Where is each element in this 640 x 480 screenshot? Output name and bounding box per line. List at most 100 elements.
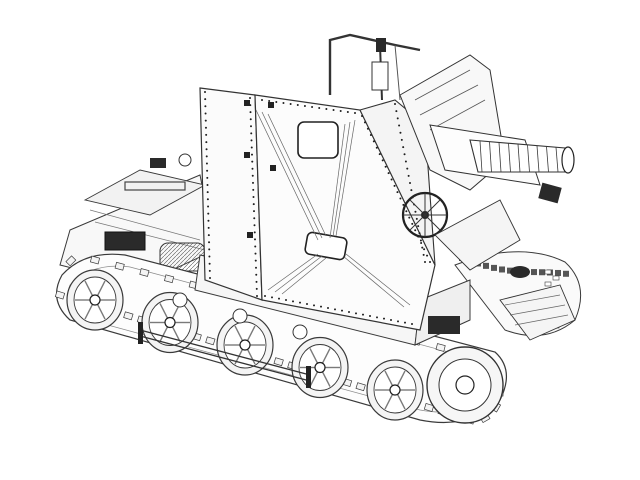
rivet <box>417 225 420 228</box>
lower-hatch <box>304 231 348 261</box>
rivet <box>249 118 252 121</box>
headlight <box>510 266 530 278</box>
barrel-ring <box>555 147 559 173</box>
rivet <box>372 140 375 143</box>
track-link <box>54 290 66 300</box>
rivet <box>251 167 254 170</box>
track-link <box>563 270 569 277</box>
drive-sprocket <box>426 346 504 424</box>
track-link <box>491 264 497 271</box>
rivet <box>204 105 207 108</box>
rivet <box>354 112 356 114</box>
road-wheels <box>66 269 424 421</box>
rivet <box>318 107 321 109</box>
barrel-ring <box>527 144 530 173</box>
rivet <box>405 210 408 213</box>
rivet <box>206 198 209 201</box>
track-link <box>544 281 552 287</box>
rivet <box>249 111 252 114</box>
rivet <box>252 181 254 184</box>
rivet <box>252 196 255 198</box>
suspension <box>138 292 311 388</box>
rivet <box>250 139 253 142</box>
track-link <box>205 336 216 346</box>
shield-shading <box>255 109 411 308</box>
rivet <box>311 106 314 108</box>
rivet <box>332 109 335 111</box>
barrel-ring <box>517 144 521 173</box>
rivet <box>251 160 254 163</box>
front-tool-box <box>428 316 460 334</box>
track-link <box>435 343 446 352</box>
rivet <box>419 239 422 242</box>
rivet <box>208 241 211 244</box>
rivet <box>397 320 399 323</box>
rivet <box>398 124 401 127</box>
rivet <box>249 97 251 99</box>
hinge <box>268 102 274 108</box>
rivet <box>207 212 210 215</box>
rivet <box>205 133 208 136</box>
rivet <box>303 105 306 107</box>
rivet <box>395 110 398 113</box>
rivet <box>253 224 256 227</box>
hinge <box>247 232 253 238</box>
track-link <box>499 266 505 273</box>
rivet <box>376 316 378 319</box>
track-link <box>555 269 561 276</box>
rivet <box>415 217 418 220</box>
track-link <box>139 268 150 277</box>
rivet <box>254 245 257 248</box>
rivet <box>204 126 207 129</box>
rivet <box>206 176 209 179</box>
track-link <box>423 403 435 412</box>
rivet <box>403 153 406 156</box>
rivet <box>296 104 299 106</box>
rear-tool-box <box>104 231 146 251</box>
rivet <box>285 299 287 301</box>
track-link <box>552 275 560 281</box>
rivet <box>204 91 206 93</box>
rivet <box>410 189 413 192</box>
return-roller <box>232 308 248 324</box>
rivet <box>299 301 301 304</box>
rivet <box>414 210 417 213</box>
gun-assembly <box>399 54 575 271</box>
rivet <box>418 232 421 235</box>
rivet <box>208 262 211 265</box>
rivet <box>306 303 308 305</box>
tow-cable <box>124 181 186 191</box>
rivet <box>375 146 378 149</box>
rivet <box>206 184 209 186</box>
rivet <box>420 241 423 244</box>
rivet <box>320 305 322 308</box>
rivet <box>205 141 208 144</box>
rivet <box>207 234 210 237</box>
hinge <box>270 165 276 171</box>
front-equipment <box>428 266 576 341</box>
rivet <box>422 253 425 256</box>
rivet <box>250 132 253 135</box>
rivet <box>254 238 256 241</box>
rivet <box>400 138 403 141</box>
rivet <box>256 295 258 297</box>
rivet <box>205 148 208 151</box>
road-wheel <box>216 314 274 376</box>
rivet <box>424 261 426 263</box>
track-link <box>531 269 537 276</box>
barrel-ring <box>546 146 549 173</box>
gun-sight <box>376 38 386 52</box>
rear-hub <box>178 153 192 167</box>
track-link <box>539 269 545 276</box>
track-link <box>164 274 175 284</box>
rivet <box>206 191 209 194</box>
rivet <box>334 308 336 311</box>
rivet <box>409 182 411 184</box>
rivet <box>207 219 210 222</box>
rivet <box>402 203 405 206</box>
track-link <box>355 382 366 392</box>
rear-light <box>150 158 166 168</box>
rivet <box>411 222 414 225</box>
